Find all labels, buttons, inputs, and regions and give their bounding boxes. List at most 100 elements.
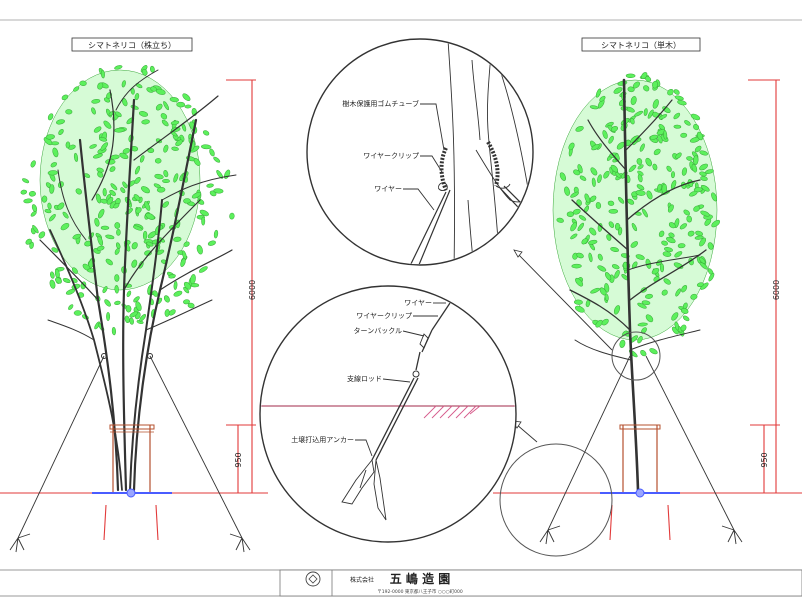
leaf	[659, 114, 668, 120]
leaf	[579, 175, 587, 181]
leaf	[696, 282, 704, 288]
leaf	[699, 171, 707, 177]
leaf	[48, 213, 56, 222]
leaf	[711, 192, 718, 202]
company-logo	[305, 571, 321, 587]
leaf	[141, 119, 150, 125]
leaf	[129, 317, 134, 325]
leaf	[630, 96, 637, 106]
leaf	[168, 274, 176, 279]
leaf	[102, 188, 107, 197]
leaf	[694, 145, 702, 153]
leaf	[129, 311, 138, 318]
leaf	[627, 86, 635, 93]
leaf	[595, 202, 602, 209]
leaf	[674, 321, 680, 331]
leaf	[191, 192, 202, 199]
leaf	[637, 336, 643, 344]
leaf	[699, 261, 708, 270]
leaf	[653, 148, 661, 156]
leaf	[630, 241, 638, 248]
leaf	[104, 299, 111, 307]
leaf	[60, 222, 70, 231]
right-guy-wires	[539, 355, 743, 545]
company-address: 〒192-0000 東京都八王子市 ○○○町000	[377, 588, 463, 595]
leaf	[646, 190, 653, 200]
leaf	[699, 257, 706, 264]
leaf	[73, 86, 80, 92]
leaf	[668, 232, 675, 238]
leaf	[617, 196, 625, 204]
leaf	[597, 265, 607, 272]
leaf	[568, 142, 575, 151]
leaf	[173, 290, 183, 297]
leaf	[693, 124, 700, 131]
left-dim-6000: 6000	[248, 280, 257, 300]
leaf	[635, 254, 645, 260]
leaf	[62, 211, 69, 219]
leaf	[99, 137, 108, 142]
callout-leader-top	[515, 251, 613, 351]
leaf	[30, 160, 36, 168]
leaf	[666, 236, 676, 244]
leaf	[213, 156, 221, 163]
leaf	[61, 94, 69, 101]
leaf	[680, 132, 688, 138]
leaf	[121, 80, 126, 88]
leaf	[671, 171, 675, 179]
leaf	[601, 318, 609, 326]
leaf	[183, 299, 190, 305]
leaf	[100, 225, 110, 230]
right-dim-6000: 6000	[772, 280, 781, 300]
leaf	[643, 85, 650, 92]
callout-leader-bottom	[515, 423, 538, 443]
leaf	[114, 285, 119, 294]
title-block: 株式会社 五 嶋 造 園 〒192-0000 東京都八王子市 ○○○町000	[279, 569, 802, 597]
leaf	[590, 167, 598, 176]
leaf	[65, 141, 71, 149]
leaf	[673, 112, 681, 120]
leaf	[576, 199, 582, 206]
leaf	[577, 222, 585, 232]
leaf	[677, 243, 686, 249]
leaf	[163, 144, 169, 153]
leaf	[173, 173, 179, 183]
leaf	[109, 190, 116, 196]
left-tree-foliage	[20, 65, 235, 336]
leaf	[97, 171, 104, 178]
leaf	[571, 263, 582, 269]
leaf	[150, 86, 157, 92]
leaf	[667, 88, 674, 96]
leaf	[163, 170, 169, 178]
leaf	[93, 126, 102, 133]
leaf	[645, 157, 653, 167]
leaf	[133, 225, 143, 231]
leaf	[604, 293, 609, 302]
leaf	[50, 162, 57, 168]
leaf	[187, 302, 195, 309]
leaf	[641, 300, 651, 306]
leaf	[100, 142, 109, 151]
leaf	[160, 113, 168, 120]
right-callout-circle-bottom	[499, 443, 613, 557]
leaf	[103, 97, 111, 103]
detail-bottom: ワイヤー ワイヤークリップ ターンバックル 支線ロッド 土壌打込用アンカー	[259, 285, 517, 543]
leaf	[65, 109, 73, 115]
leaf	[216, 170, 224, 179]
leaf	[131, 242, 138, 250]
right-tree-trunk	[569, 78, 707, 492]
left-dimension: 6000 950	[226, 79, 257, 493]
leaf	[49, 184, 55, 194]
leaf	[114, 222, 121, 229]
leaf	[49, 279, 56, 289]
leaf	[662, 251, 672, 257]
leaf	[114, 248, 120, 255]
leaf	[570, 222, 577, 232]
detail-top-circle	[306, 38, 534, 266]
leaf	[134, 176, 141, 184]
leaf	[625, 73, 636, 78]
leaf	[707, 242, 714, 250]
leaf	[138, 111, 149, 117]
leaf	[114, 274, 120, 282]
leaf	[575, 277, 584, 287]
